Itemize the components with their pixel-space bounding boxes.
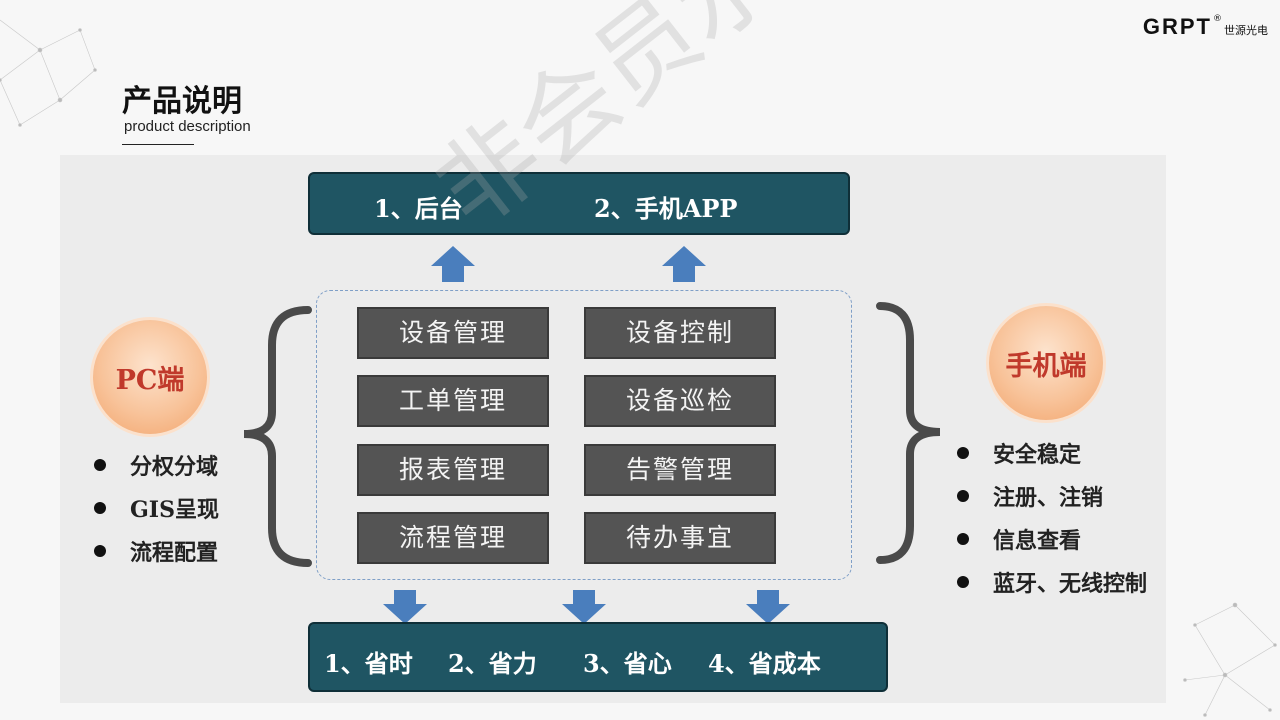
top-item-mobile-app: 2、手机APP (594, 194, 738, 223)
top-outcome-bar: 1、后台 2、手机APP (308, 172, 850, 235)
pc-feature-label: 分权分域 (130, 453, 219, 480)
network-decoration-bottom-right (1183, 602, 1277, 717)
mobile-feature-item: 信息查看 (957, 517, 1147, 560)
mobile-feature-item: 安全稳定 (957, 431, 1147, 474)
module-process-management: 流程管理 (357, 512, 549, 564)
benefit-save-cost: 4、省成本 (708, 649, 821, 678)
diagram-panel (60, 155, 1166, 703)
bullet-dot-icon (957, 489, 969, 502)
module-device-control: 设备控制 (584, 307, 776, 359)
down-arrow-icon (746, 590, 790, 624)
module-todo-items: 待办事宜 (584, 512, 776, 564)
pc-feature-label: 流程配置 (130, 539, 219, 566)
mobile-features-list: 安全稳定 注册、注销 信息查看 蓝牙、无线控制 (957, 431, 1147, 603)
pc-feature-label: GIS呈现 (130, 496, 219, 523)
module-alarm-management: 告警管理 (584, 444, 776, 496)
pc-client-circle: PC端 (93, 320, 207, 434)
benefit-save-effort: 2、省力 (448, 649, 537, 678)
bullet-dot-icon (94, 544, 106, 557)
logo-brand: GRPT (1142, 14, 1212, 39)
bullet-dot-icon (957, 575, 969, 588)
down-arrow-icon (383, 590, 427, 624)
bullet-dot-icon (957, 532, 969, 545)
module-work-order-management: 工单管理 (357, 375, 549, 427)
mobile-feature-label: 安全稳定 (993, 441, 1082, 468)
left-brace-icon (243, 306, 312, 567)
logo-registered-mark: ® (1213, 14, 1222, 24)
network-decoration-top-left (0, 19, 97, 127)
page-title: 产品说明 (122, 84, 242, 119)
pc-feature-item: 分权分域 (94, 443, 219, 486)
top-item-backend: 1、后台 (374, 194, 463, 223)
modules-container (316, 290, 852, 580)
mobile-feature-label: 蓝牙、无线控制 (993, 570, 1148, 597)
benefit-peace-of-mind: 3、省心 (583, 649, 672, 678)
module-device-management: 设备管理 (357, 307, 549, 359)
up-arrow-icon (662, 246, 706, 282)
down-arrow-icon (562, 590, 606, 624)
up-arrow-icon (431, 246, 475, 282)
brand-logo: GRPT ® 世源光电 (1143, 14, 1268, 40)
bullet-dot-icon (94, 458, 106, 471)
page-subtitle: product description (124, 118, 251, 135)
mobile-feature-item: 蓝牙、无线控制 (957, 560, 1147, 603)
mobile-feature-item: 注册、注销 (957, 474, 1147, 517)
bottom-benefits-bar: 1、省时 2、省力 3、省心 4、省成本 (308, 622, 888, 692)
pc-features-list: 分权分域 GIS呈现 流程配置 (94, 443, 219, 572)
logo-name-cn: 世源光电 (1224, 24, 1268, 37)
bullet-dot-icon (94, 501, 106, 514)
title-underline (122, 144, 194, 145)
bullet-dot-icon (957, 446, 969, 459)
mobile-client-circle: 手机端 (989, 306, 1103, 420)
pc-feature-item: GIS呈现 (94, 486, 219, 529)
module-report-management: 报表管理 (357, 444, 549, 496)
pc-feature-item: 流程配置 (94, 529, 219, 572)
module-device-inspection: 设备巡检 (584, 375, 776, 427)
benefit-save-time: 1、省时 (324, 649, 413, 678)
right-brace-icon (876, 302, 941, 564)
mobile-feature-label: 信息查看 (993, 527, 1082, 554)
mobile-feature-label: 注册、注销 (993, 484, 1104, 511)
